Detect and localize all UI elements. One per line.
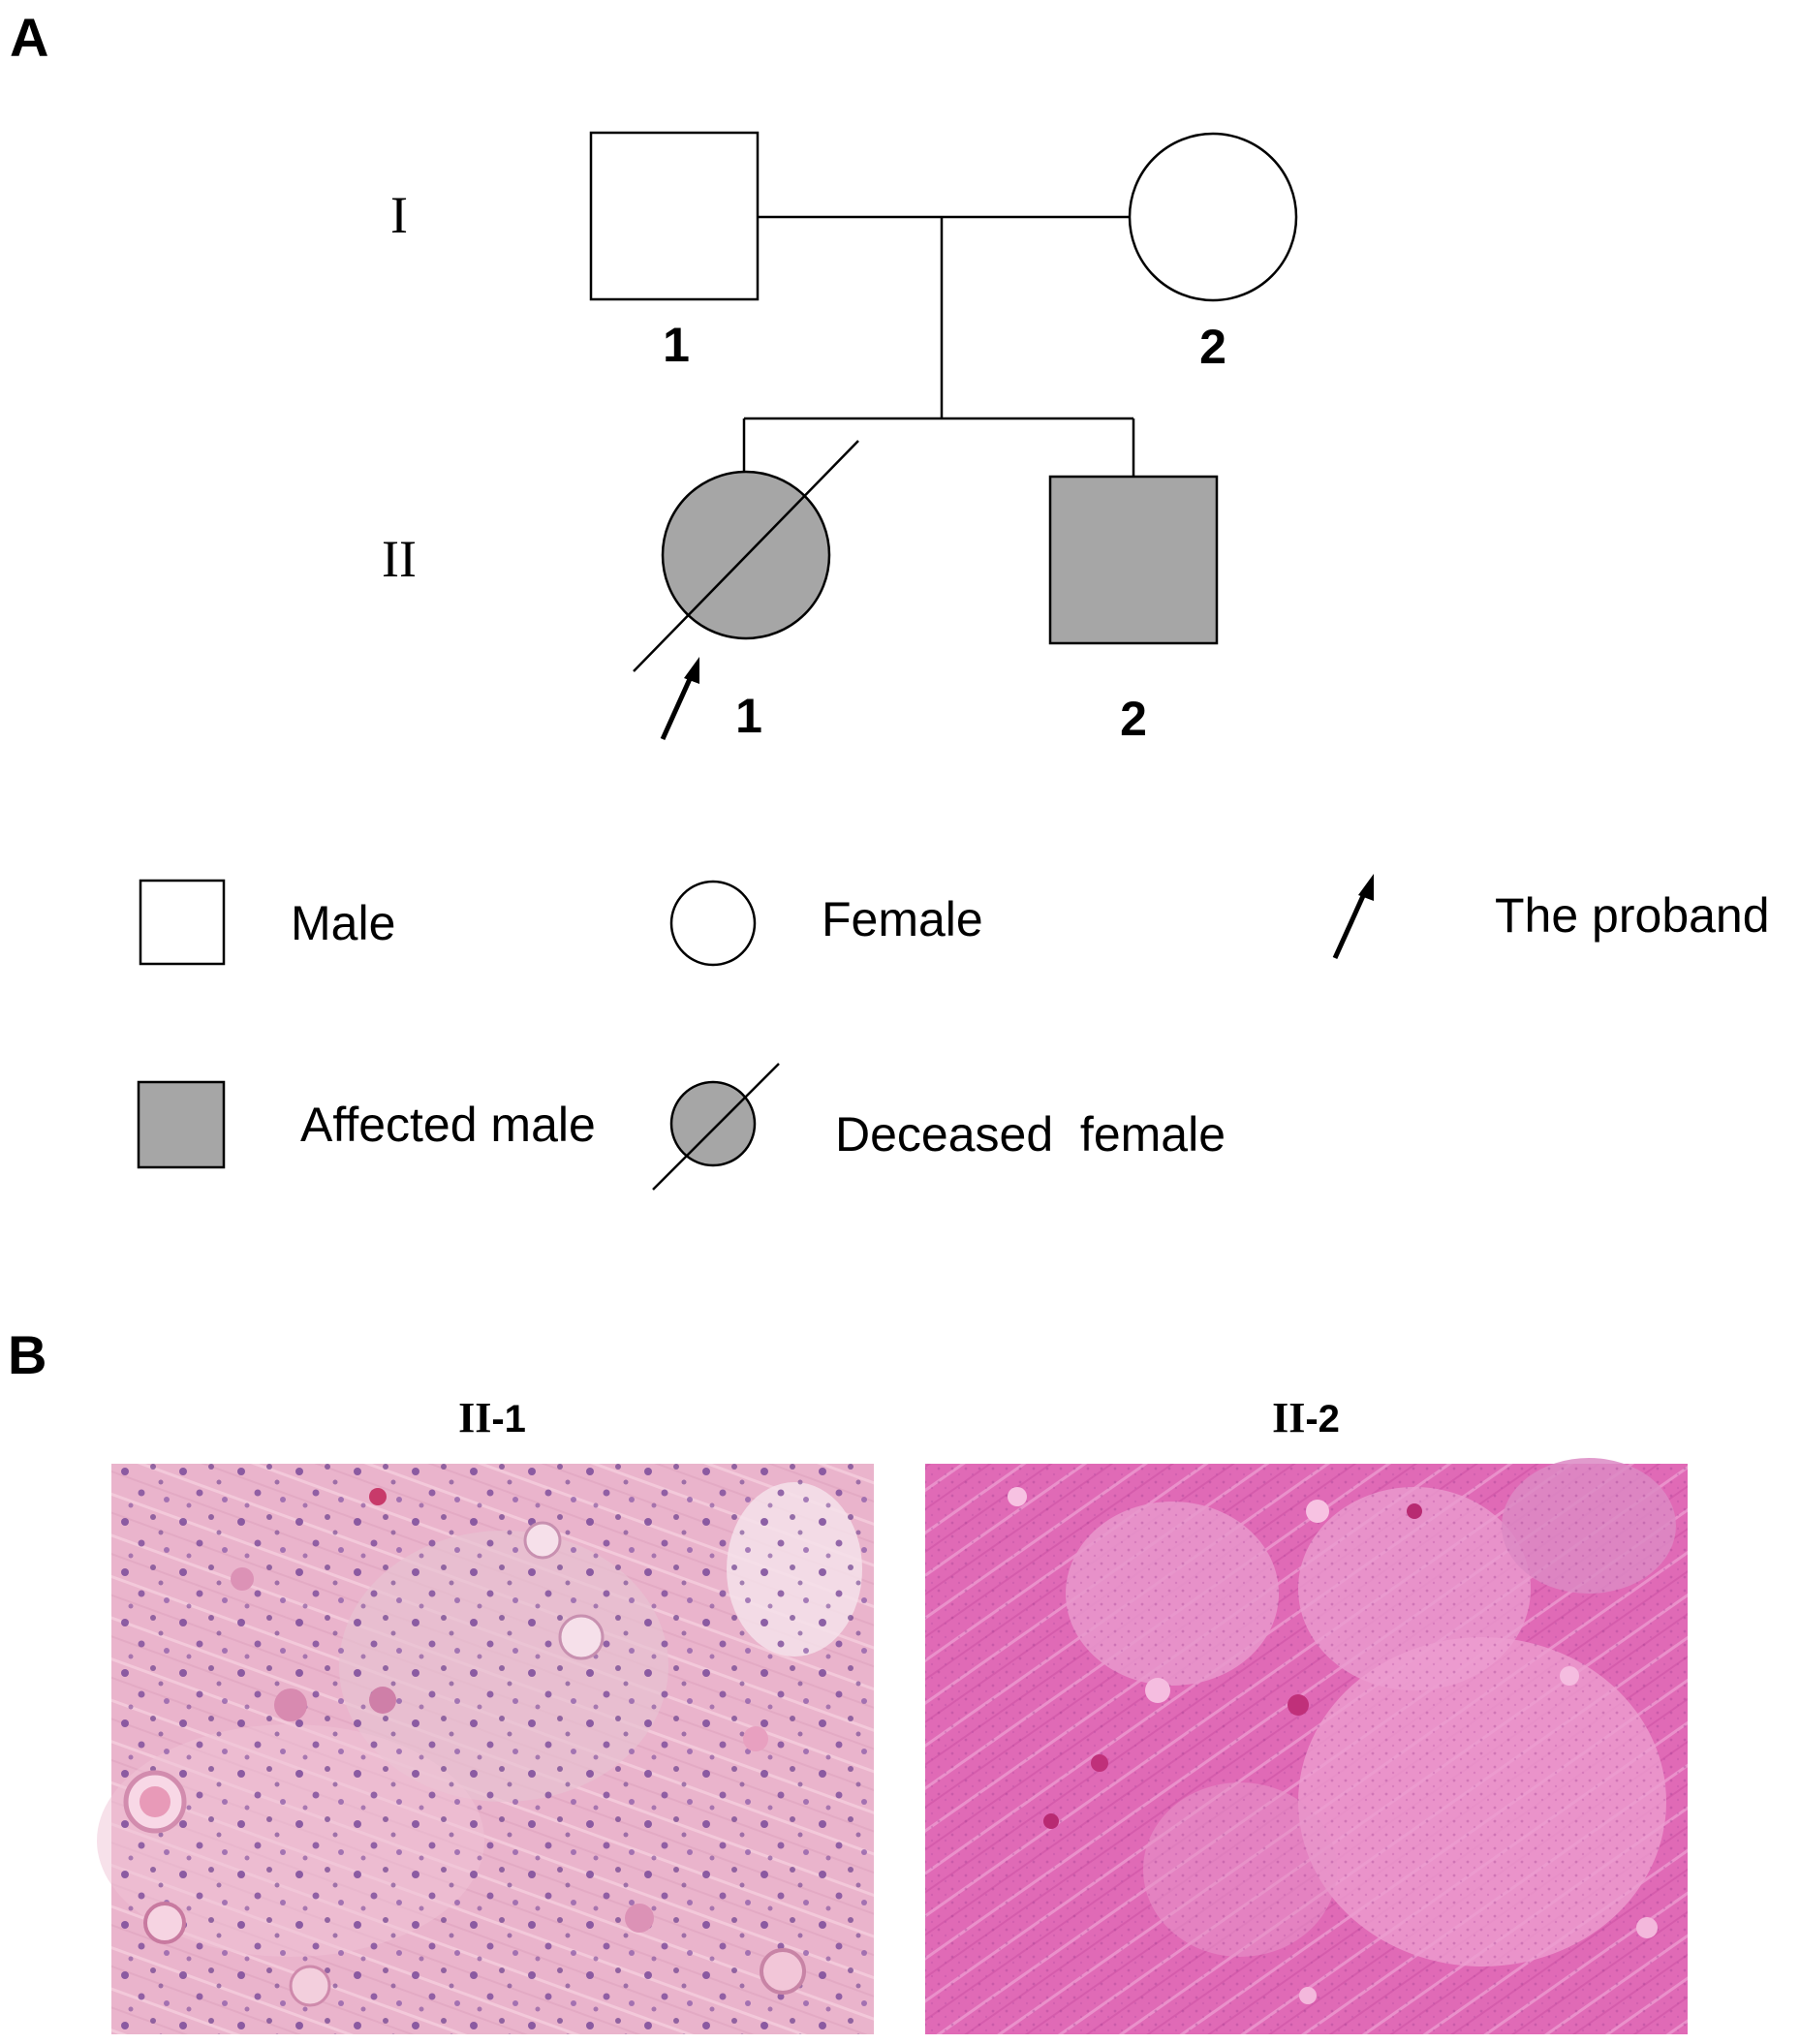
legend-female-symbol <box>669 880 757 967</box>
legend-female-label: Female <box>822 892 983 946</box>
proband-arrow <box>660 657 699 741</box>
individual-i1-number: 1 <box>663 318 690 372</box>
individual-i2-female <box>1128 132 1298 302</box>
histology-image-ii2 <box>925 1458 1688 2034</box>
histology-right-title: II-2 <box>1272 1394 1340 1441</box>
histology-left-title: II-1 <box>458 1394 526 1441</box>
histology-image-ii1 <box>97 1464 874 2034</box>
deceased-slash-ii1 <box>633 440 859 672</box>
legend-proband-label: The proband <box>1495 888 1770 943</box>
legend-affected-male-label: Affected male <box>300 1098 596 1152</box>
legend-proband-arrow-icon <box>1332 874 1374 960</box>
generation-1-label: I <box>390 186 408 244</box>
legend-male-symbol <box>139 879 226 966</box>
panel-a-label: A <box>10 7 48 68</box>
individual-ii1-number: 1 <box>735 689 762 743</box>
legend-deceased-female-label: Deceased female <box>835 1107 1226 1161</box>
legend-male-label: Male <box>291 896 395 950</box>
individual-i1-male <box>589 131 760 301</box>
generation-2-label: II <box>382 530 417 588</box>
individual-i2-number: 2 <box>1199 320 1226 374</box>
legend-affected-male-symbol <box>137 1080 226 1169</box>
legend-deceased-female-symbol <box>652 1063 780 1191</box>
individual-ii2-number: 2 <box>1120 692 1147 746</box>
panel-b-label: B <box>8 1324 47 1385</box>
individual-ii2-affected-male <box>1048 475 1219 645</box>
